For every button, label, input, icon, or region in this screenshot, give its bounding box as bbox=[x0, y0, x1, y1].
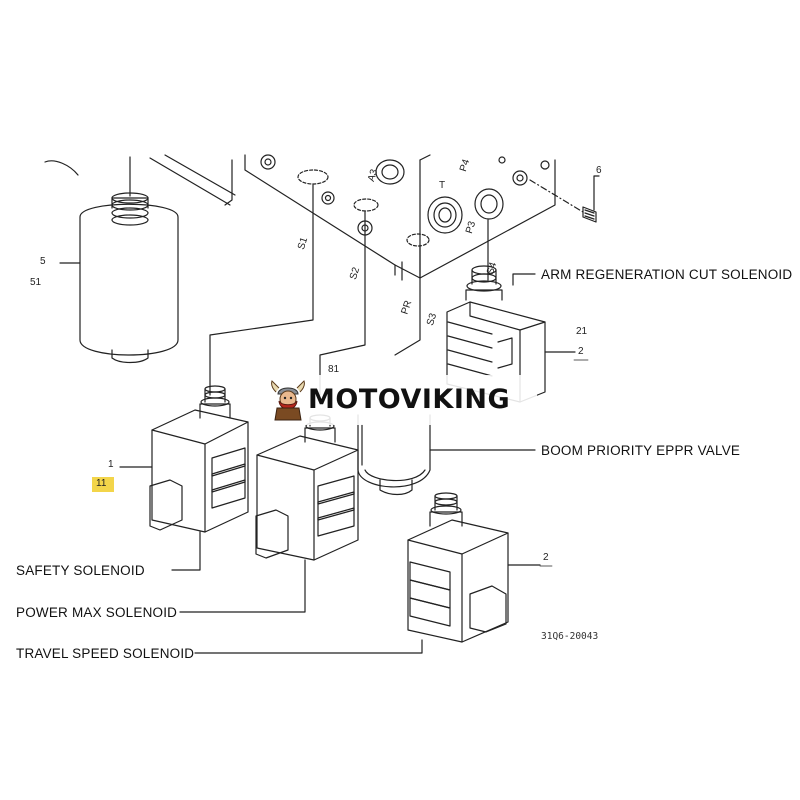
part-number-1: 1 bbox=[108, 459, 114, 470]
part-number-6: 6 bbox=[596, 165, 602, 176]
power-max-solenoid-drawing bbox=[255, 414, 359, 561]
part-number-21: 21 bbox=[576, 326, 588, 337]
part-number-81: 81 bbox=[328, 364, 340, 375]
part-number-2-upper: 2 bbox=[578, 346, 584, 357]
callout-safety-solenoid: SAFETY SOLENOID bbox=[16, 563, 145, 578]
watermark-banner: MOTOVIKING bbox=[262, 375, 537, 425]
callout-power-max-solenoid: POWER MAX SOLENOID bbox=[16, 605, 178, 620]
port-label-t: T bbox=[439, 180, 446, 191]
viking-logo-icon bbox=[271, 380, 305, 421]
part-number-5: 5 bbox=[40, 256, 46, 267]
plug-screw bbox=[582, 175, 600, 223]
drawing-reference-number: 31Q6-20043 bbox=[541, 631, 599, 642]
highlighted-part-number: 11 bbox=[92, 477, 114, 492]
part-number-11: 11 bbox=[96, 478, 107, 489]
part-number-2-lower: 2 bbox=[543, 552, 549, 563]
watermark-brand-text: MOTOVIKING bbox=[308, 384, 511, 415]
boom-priority-eppr-drawing bbox=[357, 414, 431, 496]
callout-arm-regeneration-cut-solenoid: ARM REGENERATION CUT SOLENOID bbox=[541, 267, 793, 282]
filter-canister bbox=[79, 192, 179, 364]
safety-solenoid-drawing bbox=[149, 385, 249, 533]
travel-speed-solenoid-drawing bbox=[407, 492, 509, 643]
callout-boom-priority-eppr-valve: BOOM PRIORITY EPPR VALVE bbox=[541, 443, 741, 458]
part-number-51: 51 bbox=[30, 277, 42, 288]
main-valve-block bbox=[244, 154, 556, 281]
callout-travel-speed-solenoid: TRAVEL SPEED SOLENOID bbox=[16, 646, 195, 661]
